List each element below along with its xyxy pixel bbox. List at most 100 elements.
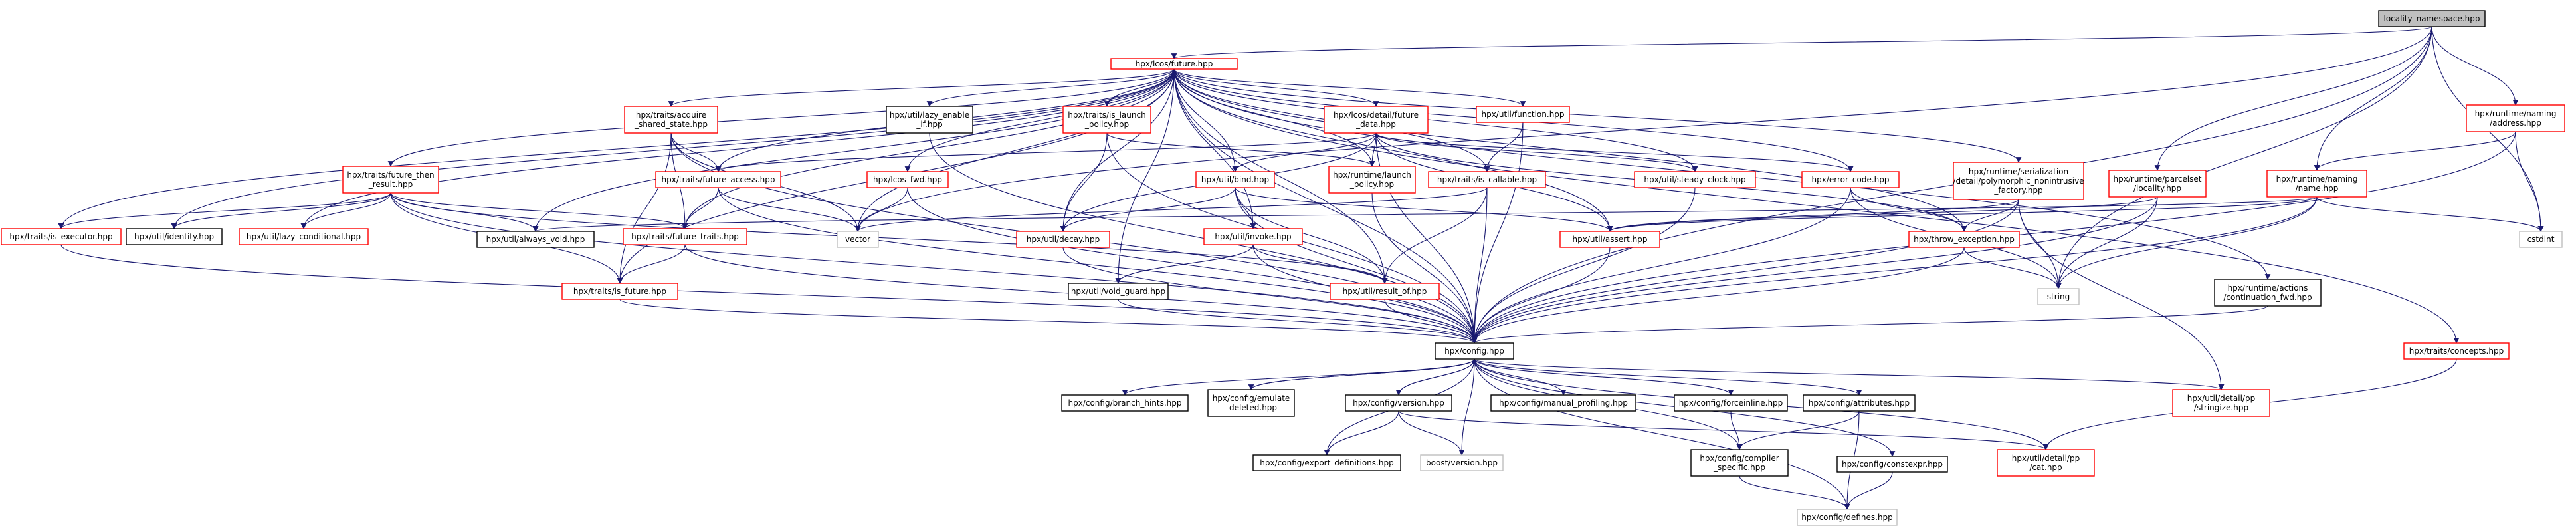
- node-throw-exception[interactable]: hpx/throw_exception.hpp: [1908, 231, 2020, 248]
- node-util-identity[interactable]: hpx/util/identity.hpp: [126, 228, 223, 245]
- node-box: [1330, 283, 1440, 300]
- node-label: locality_namespace.hpp: [2384, 14, 2480, 23]
- node-traits-future-traits[interactable]: hpx/traits/future_traits.hpp: [623, 228, 747, 245]
- node-box: [1435, 342, 1514, 360]
- node-traits-future-then-result[interactable]: hpx/traits/future_then_result.hpp: [342, 166, 439, 194]
- edge-util_result_of-to-config: [1384, 299, 1478, 344]
- node-label: _factory.hpp: [1993, 186, 2042, 195]
- node-util-lazy-conditional[interactable]: hpx/util/lazy_conditional.hpp: [239, 228, 369, 245]
- node-label: hpx/config/forceinline.hpp: [1679, 398, 1783, 408]
- node-util-decay[interactable]: hpx/util/decay.hpp: [1016, 231, 1110, 248]
- node-traits-is-launch-policy[interactable]: hpx/traits/is_launch_policy.hpp: [1062, 106, 1151, 134]
- node-util-void-guard[interactable]: hpx/util/void_guard.hpp: [1068, 283, 1169, 300]
- node-lcos-future[interactable]: hpx/lcos/future.hpp: [1110, 58, 1238, 70]
- node-label: hpx/util/assert.hpp: [1573, 235, 1648, 244]
- edge-traits_future_then_result-to-traits_is_executor: [58, 192, 391, 229]
- edge-config_version-to-util_detail_pp_cat: [1398, 410, 2049, 450]
- node-box: [1110, 58, 1238, 70]
- node-label: hpx/util/lazy_conditional.hpp: [247, 232, 361, 241]
- node-label: hpx/util/detail/pp: [2012, 454, 2080, 463]
- edge-lcos_future-to-util_lazy_conditional: [300, 68, 1175, 229]
- node-box: [342, 166, 439, 194]
- node-traits-is-executor[interactable]: hpx/traits/is_executor.hpp: [1, 228, 122, 245]
- node-boost-version: boost/version.hpp: [1420, 454, 1504, 471]
- node-box: [1476, 106, 1570, 123]
- node-config-version[interactable]: hpx/config/version.hpp: [1345, 394, 1452, 412]
- node-label: _deleted.hpp: [1225, 403, 1277, 412]
- node-error-code[interactable]: hpx/error_code.hpp: [1801, 171, 1900, 188]
- node-label: hpx/runtime/launch: [1333, 170, 1411, 180]
- node-box: [624, 106, 718, 134]
- node-label: hpx/util/decay.hpp: [1027, 235, 1100, 244]
- node-util-bind[interactable]: hpx/util/bind.hpp: [1195, 171, 1275, 188]
- node-box: [1062, 106, 1151, 134]
- edge-util_bind-to-util_decay: [1060, 187, 1236, 232]
- edge-lcos_future-to-traits_concepts: [1173, 68, 2460, 344]
- node-label: hpx/error_code.hpp: [1811, 175, 1889, 184]
- node-runtime-parcelset-locality[interactable]: hpx/runtime/parcelset/locality.hpp: [2108, 170, 2207, 198]
- node-util-detail-pp-cat[interactable]: hpx/util/detail/pp/cat.hpp: [1997, 449, 2095, 477]
- node-config-forceinline[interactable]: hpx/config/forceinline.hpp: [1674, 394, 1788, 412]
- node-util-steady-clock[interactable]: hpx/util/steady_clock.hpp: [1634, 171, 1756, 188]
- node-box: [866, 171, 949, 188]
- node-label: hpx/traits/future_then: [347, 170, 434, 180]
- node-box: [126, 228, 223, 245]
- node-traits-concepts[interactable]: hpx/traits/concepts.hpp: [2403, 342, 2510, 360]
- node-label: /continuation_fwd.hpp: [2223, 293, 2312, 302]
- edge-util_invoke-to-util_result_of: [1252, 244, 1388, 284]
- node-box: [2108, 170, 2207, 198]
- node-lcos-detail-future-data[interactable]: hpx/lcos/detail/future_data.hpp: [1324, 106, 1429, 134]
- node-config-emulate-deleted[interactable]: hpx/config/emulate_deleted.hpp: [1207, 389, 1295, 417]
- node-label: /stringize.hpp: [2194, 403, 2248, 412]
- node-label: /address.hpp: [2490, 118, 2541, 128]
- edge-traits_is_launch_policy-to-runtime_launch_policy: [1106, 132, 1375, 167]
- node-box: [2466, 104, 2565, 132]
- edge-traits_future_then_result-to-traits_future_traits: [390, 192, 688, 229]
- node-box: [2037, 288, 2080, 305]
- node-util-detail-pp-stringize[interactable]: hpx/util/detail/pp/stringize.hpp: [2172, 389, 2270, 417]
- node-label: /cat.hpp: [2029, 463, 2062, 472]
- node-util-assert[interactable]: hpx/util/assert.hpp: [1559, 231, 1660, 248]
- node-config-export-definitions[interactable]: hpx/config/export_definitions.hpp: [1252, 454, 1401, 471]
- edge-lcos_future-to-util_lazy_enable_if: [926, 68, 1175, 107]
- edge-util_lazy_enable_if-to-config: [929, 132, 1478, 344]
- edge-runtime_serialization_factory-to-throw_exception: [1961, 199, 2019, 232]
- node-label: hpx/util/lazy_enable: [890, 110, 969, 120]
- node-traits-is-callable[interactable]: hpx/traits/is_callable.hpp: [1428, 171, 1546, 188]
- node-lcos-fwd[interactable]: hpx/lcos_fwd.hpp: [866, 171, 949, 188]
- node-box: [1207, 389, 1295, 417]
- edge-root-to-runtime_parcelset_locality: [2154, 26, 2432, 171]
- edge-root-to-vector: [854, 26, 2432, 232]
- node-label: hpx/runtime/naming: [2276, 174, 2358, 184]
- node-traits-acquire-shared-state[interactable]: hpx/traits/acquire_shared_state.hpp: [624, 106, 718, 134]
- node-runtime-serialization-factory[interactable]: hpx/runtime/serialization/detail/polymor…: [1953, 162, 2084, 200]
- edge-util_invoke-to-util_void_guard: [1115, 244, 1254, 284]
- node-config-attributes[interactable]: hpx/config/attributes.hpp: [1803, 394, 1916, 412]
- node-util-function[interactable]: hpx/util/function.hpp: [1476, 106, 1570, 123]
- node-traits-is-future[interactable]: hpx/traits/is_future.hpp: [561, 283, 678, 300]
- node-runtime-launch-policy[interactable]: hpx/runtime/launch_policy.hpp: [1328, 166, 1416, 194]
- node-label: _specific.hpp: [1713, 463, 1765, 472]
- node-config-manual-profiling[interactable]: hpx/config/manual_profiling.hpp: [1490, 394, 1636, 412]
- node-config-branch-hints[interactable]: hpx/config/branch_hints.hpp: [1061, 394, 1189, 412]
- node-box: [1797, 509, 1898, 526]
- node-config-compiler-specific[interactable]: hpx/config/compiler_specific.hpp: [1690, 449, 1789, 477]
- node-label: hpx/traits/is_callable.hpp: [1437, 175, 1537, 184]
- node-runtime-actions-continuation-fwd[interactable]: hpx/runtime/actions/continuation_fwd.hpp: [2214, 279, 2322, 307]
- node-config-defines: hpx/config/defines.hpp: [1797, 509, 1898, 526]
- node-label: hpx/runtime/parcelset: [2114, 174, 2202, 184]
- node-util-lazy-enable-if[interactable]: hpx/util/lazy_enable_if.hpp: [886, 106, 973, 134]
- node-util-always-void[interactable]: hpx/util/always_void.hpp: [476, 231, 595, 248]
- node-root[interactable]: locality_namespace.hpp: [2378, 10, 2486, 27]
- node-runtime-naming-name[interactable]: hpx/runtime/naming/name.hpp: [2266, 170, 2367, 198]
- node-traits-future-access[interactable]: hpx/traits/future_access.hpp: [655, 171, 781, 188]
- node-util-invoke[interactable]: hpx/util/invoke.hpp: [1203, 228, 1303, 245]
- edge-util_function-to-traits_is_callable: [1484, 122, 1524, 172]
- node-box: [1068, 283, 1169, 300]
- edge-config_emulate_deleted-to-config: [1250, 358, 1478, 390]
- edge-traits_acquire_shared_state-to-traits_is_future: [617, 132, 672, 284]
- node-runtime-naming-address[interactable]: hpx/runtime/naming/address.hpp: [2466, 104, 2565, 132]
- node-config[interactable]: hpx/config.hpp: [1435, 342, 1514, 360]
- node-config-constexpr[interactable]: hpx/config/constexpr.hpp: [1836, 456, 1948, 473]
- node-util-result-of[interactable]: hpx/util/result_of.hpp: [1330, 283, 1440, 300]
